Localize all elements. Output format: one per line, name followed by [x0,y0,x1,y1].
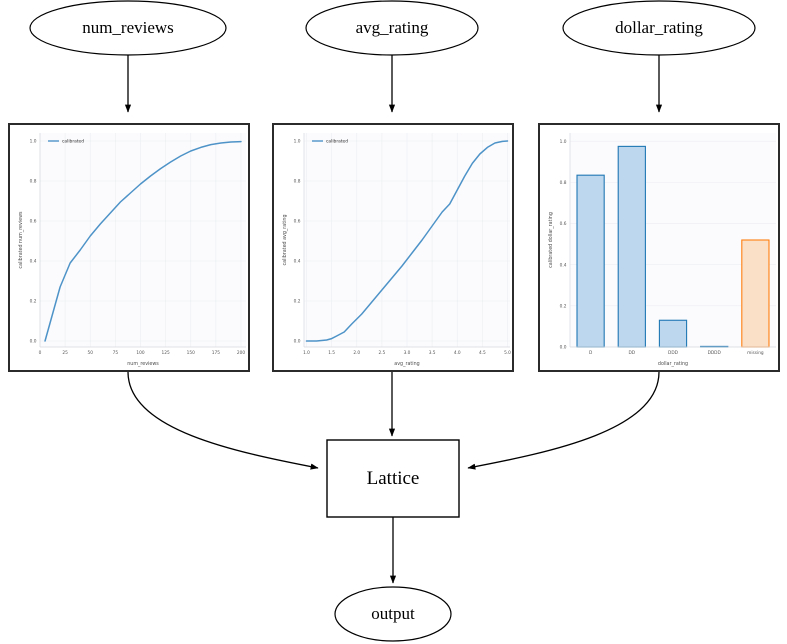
x-tick-label: 5.0 [504,350,511,356]
y-tick-label: 0.0 [30,339,37,345]
y-tick-label: 0.2 [294,299,301,305]
x-tick-label: 0 [39,350,42,356]
x-tick-label: 3.0 [404,350,411,356]
y-tick-label: 1.0 [294,139,301,145]
y-tick-label: 1.0 [560,139,567,145]
x-tick-label: 200 [237,350,245,356]
node-label-dollar-rating: dollar_rating [615,18,703,37]
x-tick-label: missing [747,350,764,356]
y-tick-label: 0.2 [30,299,37,305]
x-tick-label: DD [628,350,635,356]
x-tick-label: 150 [187,350,195,356]
y-tick-label: 0.0 [294,339,301,345]
node-label-avg-rating: avg_rating [355,18,429,37]
x-tick-label: DDDD [708,350,722,356]
x-tick-label: 4.0 [454,350,461,356]
y-tick-label: 0.2 [560,303,567,309]
plot-area: 0.0 0.2 0.4 0.6 0.8 1.0 0 25 50 75 100 125 150 175 200… [10,125,248,370]
y-axis-title: calibrated avg_rating [282,214,288,265]
y-tick-label: 1.0 [30,139,37,145]
y-tick-label: 0.8 [30,179,37,185]
chart-svg: 0.0 0.2 0.4 0.6 0.8 1.0 1.0 1.5 2.0 2.5 3.0 3.5 4.0 4… [282,133,511,367]
x-tick-label: 175 [212,350,220,356]
x-tick-label: 2.0 [353,350,360,356]
bar [576,174,605,348]
bar [741,239,770,348]
y-axis-title: calibrated num_reviews [18,211,24,269]
calibrated-line [305,140,509,342]
x-tick-label: D [589,350,593,356]
plot-area: 0.0 0.2 0.4 0.6 0.8 1.0 1.0 1.5 2.0 2.5 3.0 3.5 4.0 4… [274,125,512,370]
chart-num-reviews-calibrator[interactable]: 0.0 0.2 0.4 0.6 0.8 1.0 0 25 50 75 100 125 150 175 200… [8,123,250,372]
x-tick-label: DDD [668,350,679,356]
edge-chart1-to-lattice [127,371,319,470]
x-tick-label: 1.0 [303,350,310,356]
node-label-lattice: Lattice [366,468,420,489]
y-tick-label: 0.4 [30,259,37,265]
bar [617,145,646,348]
y-tick-label: 0.6 [294,219,301,225]
x-tick-label: 100 [136,350,144,356]
node-output[interactable] [334,586,452,642]
node-label-output: output [371,604,415,623]
y-tick-label: 0.0 [560,345,567,351]
x-tick-label: 50 [88,350,94,356]
y-axis-title: calibrated dollar_rating [548,212,554,268]
y-tick-label: 0.8 [560,180,567,186]
edge-chart3-to-lattice [467,371,660,470]
x-tick-label: 2.5 [378,350,385,356]
calibrated-line [44,140,242,342]
chart-avg-rating-calibrator[interactable]: 0.0 0.2 0.4 0.6 0.8 1.0 1.0 1.5 2.0 2.5 3.0 3.5 4.0 4… [272,123,514,372]
x-axis-title: dollar_rating [658,361,688,367]
legend-label: calibrated [62,139,84,145]
y-tick-label: 0.4 [560,262,567,268]
chart-svg: 0.0 0.2 0.4 0.6 0.8 1.0 0 25 50 75 100 125 150 175 200… [18,133,246,367]
x-tick-label: 75 [113,350,119,356]
y-tick-label: 0.8 [294,179,301,185]
y-tick-label: 0.6 [30,219,37,225]
x-tick-label: 125 [162,350,170,356]
bar [658,319,688,348]
y-tick-label: 0.6 [560,221,567,227]
x-axis-title: avg_rating [394,361,419,367]
node-label-num-reviews: num_reviews [82,18,174,37]
node-lattice[interactable] [326,439,460,518]
x-tick-label: 1.5 [328,350,335,356]
x-tick-label: 4.5 [479,350,486,356]
legend-label: calibrated [326,139,348,145]
y-tick-label: 0.4 [294,259,301,265]
x-tick-label: 25 [62,350,68,356]
x-tick-label: 3.5 [429,350,436,356]
x-axis-title: num_reviews [127,361,159,367]
